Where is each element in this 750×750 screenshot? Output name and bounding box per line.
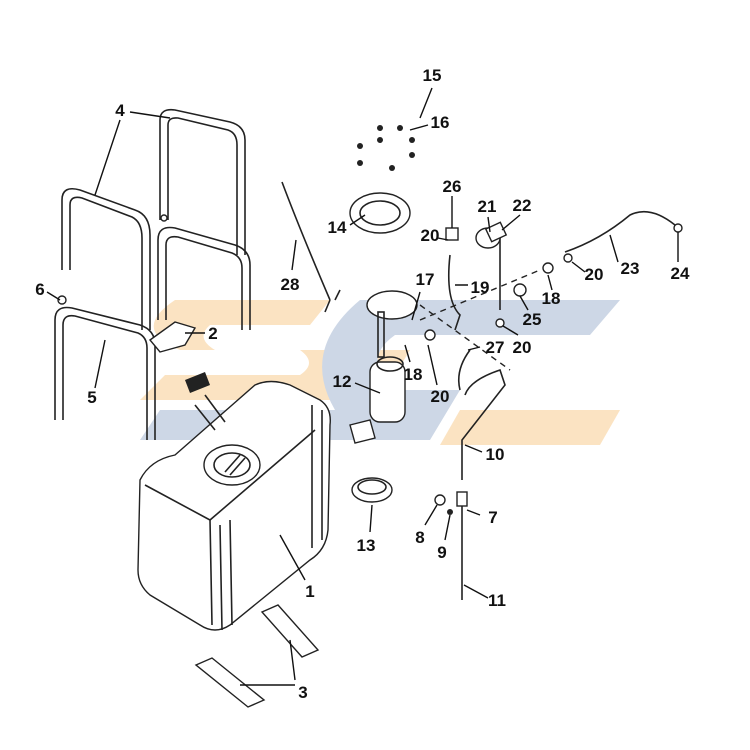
callout-26: 26 xyxy=(443,177,462,196)
part-6-nut xyxy=(57,295,67,305)
watermark-orange-tail xyxy=(440,410,620,445)
callout-10: 10 xyxy=(486,445,505,464)
callout-4: 4 xyxy=(115,101,125,120)
part-26 xyxy=(445,227,459,241)
callout-18: 18 xyxy=(404,365,423,384)
part-27-hose xyxy=(457,349,471,391)
callout-11: 11 xyxy=(488,591,506,610)
part-12-fuel-pump xyxy=(349,290,418,444)
callout-1: 1 xyxy=(305,582,314,601)
callout-13: 13 xyxy=(357,536,376,555)
watermark-logo xyxy=(140,300,620,445)
callout-labels: 1234567891011121314151617181819202020202… xyxy=(35,66,690,702)
callout-12: 12 xyxy=(333,372,352,391)
callout-19: 19 xyxy=(471,278,490,297)
callout-17: 17 xyxy=(416,270,435,289)
callout-9: 9 xyxy=(437,543,446,562)
part-19-hose xyxy=(447,254,461,331)
part-7 xyxy=(456,491,468,507)
callout-3: 3 xyxy=(298,683,307,702)
fuel-tank xyxy=(137,372,331,631)
callout-18: 18 xyxy=(542,289,561,308)
callout-20: 20 xyxy=(513,338,532,357)
callout-14: 14 xyxy=(328,218,347,237)
callout-16: 16 xyxy=(431,113,450,132)
callout-27: 27 xyxy=(486,338,505,357)
part-8 xyxy=(434,494,446,506)
callout-7: 7 xyxy=(488,508,497,527)
callout-20: 20 xyxy=(431,387,450,406)
watermark-blue-c xyxy=(140,300,620,440)
callout-25: 25 xyxy=(523,310,542,329)
callout-28: 28 xyxy=(281,275,300,294)
part-14-flange xyxy=(349,192,411,234)
part-13-ring xyxy=(351,477,393,503)
callout-2: 2 xyxy=(208,324,217,343)
bolts xyxy=(357,125,415,171)
part-3-strip xyxy=(260,604,320,658)
callout-8: 8 xyxy=(415,528,424,547)
leader-lines xyxy=(46,87,679,686)
part-28-wire xyxy=(281,181,341,313)
part-23-hose xyxy=(564,210,676,253)
part-3-strip xyxy=(194,657,266,708)
part-25 xyxy=(513,283,527,297)
callout-15: 15 xyxy=(423,66,442,85)
callout-20: 20 xyxy=(421,226,440,245)
callout-20: 20 xyxy=(585,265,604,284)
tank-strap-frames xyxy=(54,108,251,440)
callout-24: 24 xyxy=(671,264,690,283)
callout-22: 22 xyxy=(513,196,532,215)
callout-21: 21 xyxy=(478,197,497,216)
callout-23: 23 xyxy=(621,259,640,278)
callout-6: 6 xyxy=(35,280,44,299)
part-2-pad xyxy=(148,321,197,353)
callout-5: 5 xyxy=(87,388,96,407)
